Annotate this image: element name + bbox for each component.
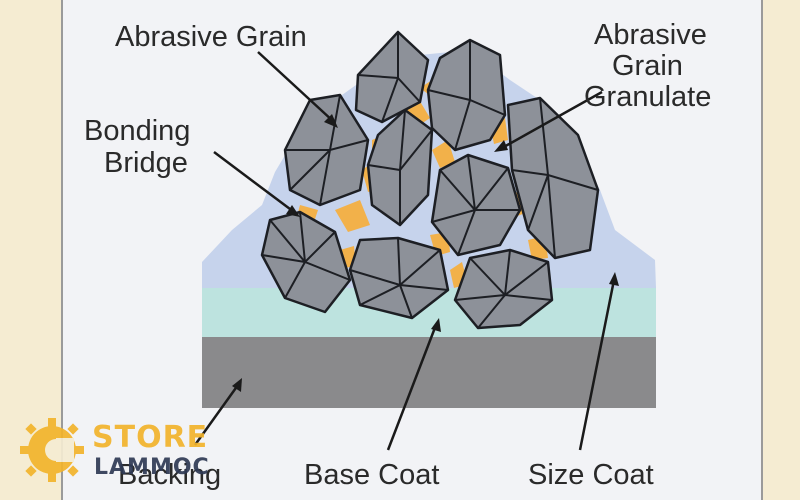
label-backing: Backing (118, 459, 221, 491)
abrasive-grain (453, 248, 554, 330)
label-granulate-line-2: Grain (612, 50, 683, 82)
abrasive-grain (354, 30, 430, 124)
label-abrasive-grain-granulate: Abrasive Grain Granulate (584, 19, 711, 113)
store-lammoc-watermark: STORE LAMMOC (20, 418, 210, 482)
abrasive-grain (348, 236, 450, 320)
label-bonding-line-2: Bridge (104, 147, 188, 179)
abrasive-grain (366, 108, 434, 227)
gear-logo-icon (20, 418, 84, 482)
abrasive-grain (283, 93, 370, 207)
abrasive-grains (260, 30, 600, 330)
label-base-coat: Base Coat (304, 459, 439, 491)
label-granulate-line-3: Granulate (584, 81, 711, 113)
annotation-arrows (193, 51, 619, 451)
abrasive-grain (260, 210, 352, 314)
label-bonding-bridge: Bonding Bridge (84, 115, 190, 179)
watermark-line-2: LAMMOC (94, 455, 210, 480)
label-bonding-line-1: Bonding (84, 115, 190, 147)
label-size-coat: Size Coat (528, 459, 654, 491)
backing-layer (202, 336, 656, 408)
label-abrasive-grain: Abrasive Grain (115, 21, 307, 53)
abrasive-grain (430, 153, 522, 257)
abrasive-grain (426, 38, 507, 152)
abrasive-grain (506, 96, 600, 260)
label-granulate-line-1: Abrasive (594, 19, 707, 51)
watermark-line-1: STORE (92, 420, 208, 455)
